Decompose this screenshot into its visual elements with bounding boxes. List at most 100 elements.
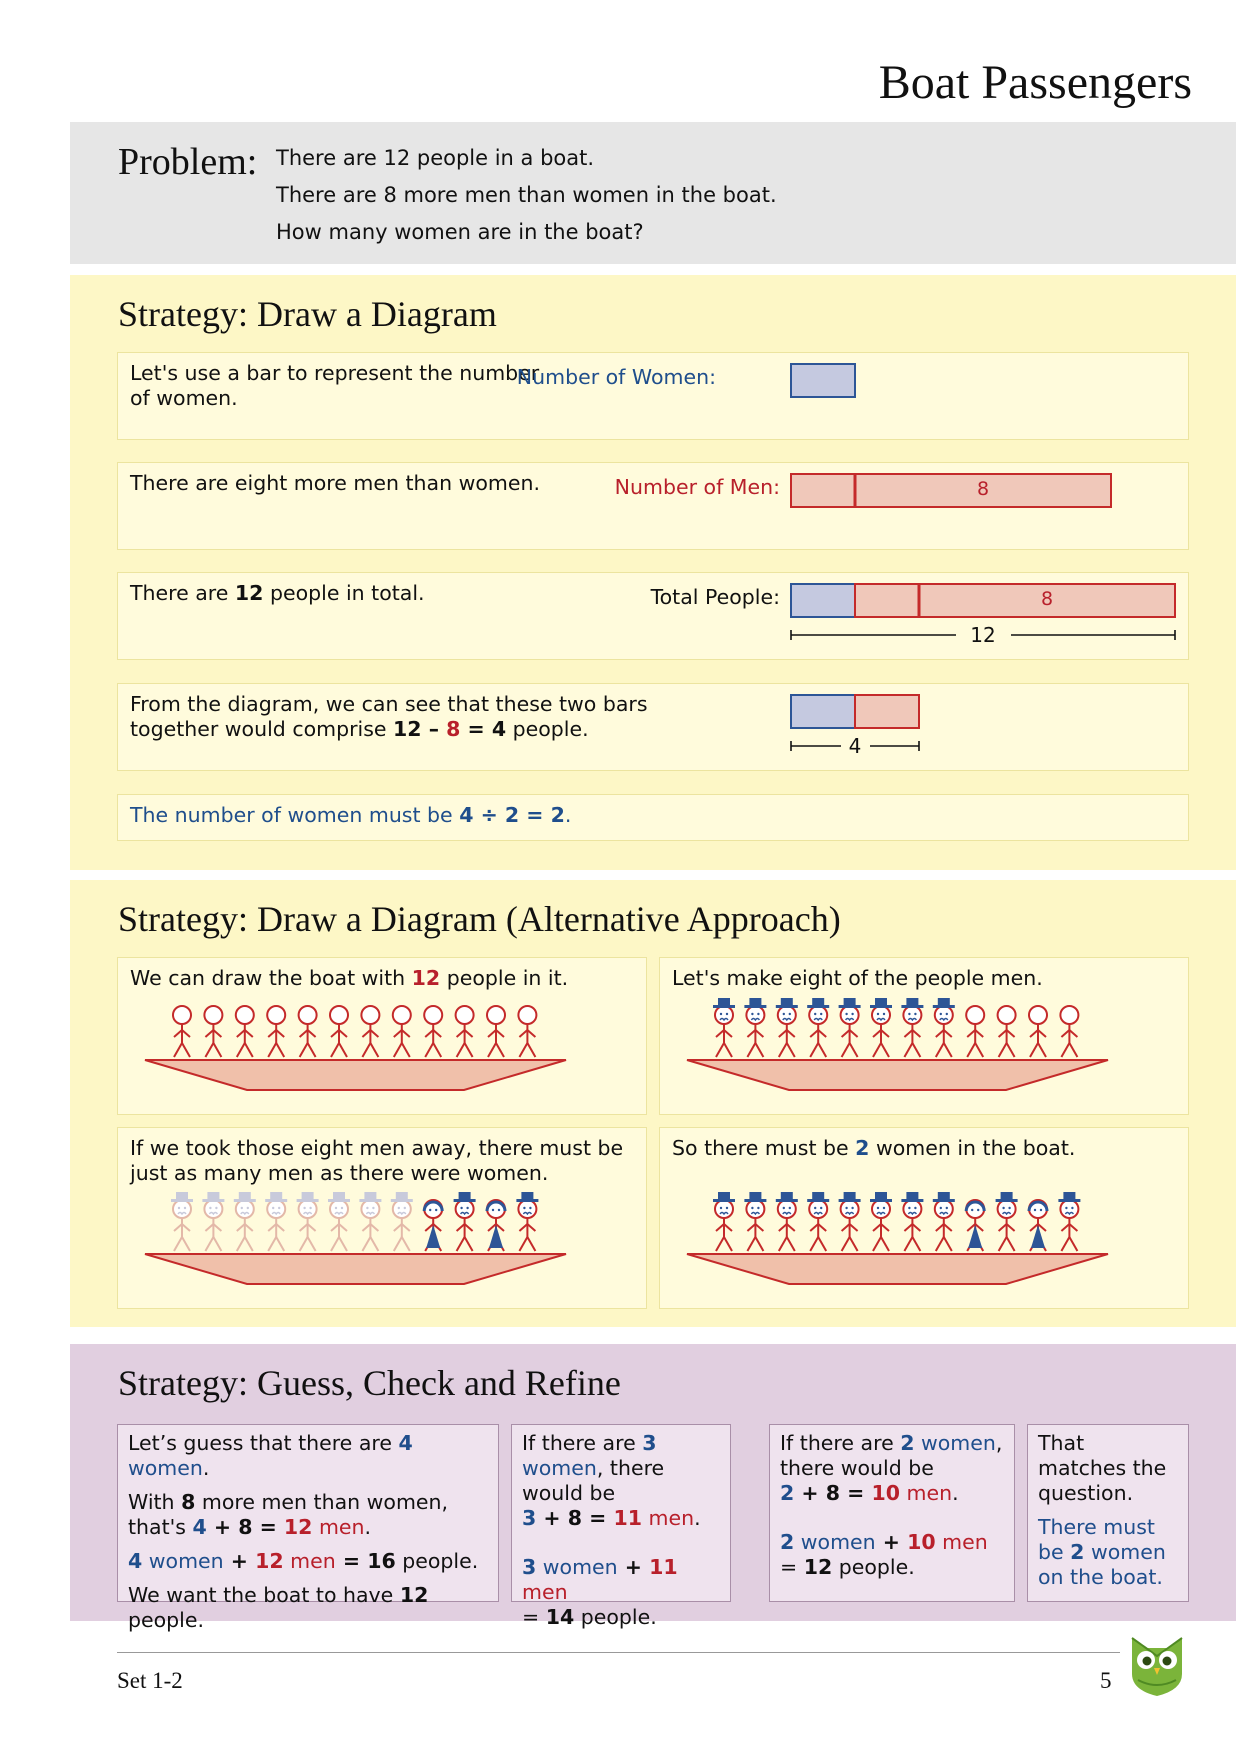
man-figure xyxy=(453,1192,476,1252)
person-figure xyxy=(234,1005,255,1058)
man-figure xyxy=(713,1192,735,1252)
man-figure xyxy=(901,1192,924,1252)
man-figure xyxy=(171,1192,193,1252)
man-figure xyxy=(838,998,861,1058)
man-figure xyxy=(901,998,924,1058)
boat-hull xyxy=(686,1253,1109,1285)
man-figure xyxy=(870,1192,892,1252)
guess-line: 2 women + 10 men xyxy=(780,1530,988,1554)
man-figure xyxy=(744,998,767,1058)
man-figure xyxy=(1058,1192,1081,1252)
footer-rule xyxy=(117,1652,1120,1653)
person-figure xyxy=(965,1005,986,1058)
guess-line: 3 + 8 = 11 men. xyxy=(522,1506,701,1530)
guess-line: = 14 people. xyxy=(522,1605,657,1629)
man-figure xyxy=(233,1192,256,1252)
person-figure xyxy=(266,1005,287,1058)
section-heading: Strategy: Guess, Check and Refine xyxy=(118,1363,621,1403)
guess-line: 3 women + 11 men xyxy=(522,1555,678,1604)
person-figure xyxy=(391,1005,412,1058)
person-figure xyxy=(360,1005,381,1058)
problem-line: There are 8 more men than women in the b… xyxy=(276,183,777,207)
diagram-step-men: There are eight more men than women. Num… xyxy=(117,462,1189,550)
guess-column-first: Let’s guess that there are 4 women. With… xyxy=(117,1424,499,1632)
difference-women-bar xyxy=(790,694,856,729)
men-extra-value: 8 xyxy=(976,478,990,500)
boat-hull xyxy=(144,1059,567,1091)
total-men-extra xyxy=(918,583,1176,618)
person-figure xyxy=(517,1005,538,1058)
guess-line: Let’s guess that there are 4 women. xyxy=(128,1431,413,1480)
guess-line: That matches the question. xyxy=(1038,1431,1167,1505)
problem-label: Problem: xyxy=(118,141,258,183)
men-bar-diagram xyxy=(790,473,1112,508)
woman-figure xyxy=(964,1199,986,1252)
person-figure xyxy=(329,1005,349,1058)
page-number: 5 xyxy=(1100,1668,1112,1693)
guess-line: If there are 3 women, there would be xyxy=(522,1431,665,1505)
man-figure xyxy=(807,998,830,1058)
total-extra-value: 8 xyxy=(1040,588,1054,610)
page-title: Boat Passengers xyxy=(878,56,1192,109)
man-figure xyxy=(744,1192,767,1252)
bar-label-men: Number of Men: xyxy=(614,475,780,499)
woman-figure xyxy=(422,1199,444,1252)
boat-illustration xyxy=(144,1192,567,1285)
diagram-conclusion: The number of women must be 4 ÷ 2 = 2. xyxy=(117,794,1189,841)
total-bracket xyxy=(790,630,1176,640)
man-figure xyxy=(775,998,798,1058)
bar-label-total: Total People: xyxy=(650,585,780,609)
guess-line: With 8 more men than women, that's 4 + 8… xyxy=(128,1490,449,1539)
man-figure xyxy=(995,1192,1018,1252)
guess-line: If there are 2 women, there would be xyxy=(780,1431,1003,1480)
problem-section: Problem: There are 12 people in a boat. … xyxy=(70,122,1236,264)
panel-text: Let's make eight of the people men. xyxy=(672,966,1043,990)
step-text: There are 12 people in total. xyxy=(130,581,425,605)
panel-text: So there must be 2 women in the boat. xyxy=(672,1136,1076,1160)
man-figure xyxy=(932,998,955,1058)
section-heading: Strategy: Draw a Diagram xyxy=(118,294,497,334)
man-figure xyxy=(359,1192,382,1252)
man-figure xyxy=(328,1192,350,1252)
man-figure xyxy=(516,1192,539,1252)
step-text: From the diagram, we can see that these … xyxy=(130,692,648,741)
boat-panel-eight-men: Let's make eight of the people men. xyxy=(659,957,1189,1115)
man-figure xyxy=(807,1192,830,1252)
bar-label-women: Number of Women: xyxy=(516,365,716,389)
diagram-step-women: Let's use a bar to represent the number … xyxy=(117,352,1189,440)
total-bar-diagram xyxy=(790,583,1176,640)
problem-text: There are 12 people in a boat. There are… xyxy=(276,140,777,251)
boat-illustration xyxy=(686,1192,1109,1285)
total-women-bar xyxy=(790,583,856,618)
conclusion-text: The number of women must be 4 ÷ 2 = 2. xyxy=(130,803,572,827)
total-men-unit xyxy=(854,583,920,618)
strategy-diagram-section: Strategy: Draw a Diagram Let's use a bar… xyxy=(70,275,1236,870)
difference-bracket xyxy=(790,741,920,751)
guess-column-third: If there are 2 women, there would be 2 +… xyxy=(769,1424,1015,1602)
boat-panel-men-removed: If we took those eight men away, there m… xyxy=(117,1127,647,1309)
boat-hull xyxy=(144,1253,567,1285)
man-figure xyxy=(932,1192,955,1252)
guess-line: 4 women + 12 men = 16 people. xyxy=(128,1549,479,1573)
guess-column-second: If there are 3 women, there would be 3 +… xyxy=(511,1424,731,1629)
person-figure xyxy=(996,1005,1017,1058)
man-figure xyxy=(265,1192,288,1252)
boat-illustration xyxy=(144,1005,567,1091)
person-figure xyxy=(1059,1005,1080,1058)
guess-conclusion: There must be 2 women on the boat. xyxy=(1038,1515,1166,1589)
panel-text: We can draw the boat with 12 people in i… xyxy=(130,966,569,990)
guess-column-result: That matches the question. There must be… xyxy=(1027,1424,1189,1602)
men-bar-unit xyxy=(790,473,856,508)
man-figure xyxy=(296,1192,319,1252)
difference-men-bar xyxy=(854,694,920,729)
guess-line: 2 + 8 = 10 men. xyxy=(780,1481,959,1505)
step-text: Let's use a bar to represent the number … xyxy=(130,361,540,410)
step-text: There are eight more men than women. xyxy=(130,471,540,495)
person-figure xyxy=(423,1005,444,1058)
owl-icon xyxy=(1131,1637,1183,1696)
problem-line: There are 12 people in a boat. xyxy=(276,146,595,170)
diagram-step-difference: From the diagram, we can see that these … xyxy=(117,683,1189,771)
woman-figure xyxy=(485,1199,507,1252)
boat-hull xyxy=(686,1059,1109,1091)
total-value: 12 xyxy=(970,623,996,647)
